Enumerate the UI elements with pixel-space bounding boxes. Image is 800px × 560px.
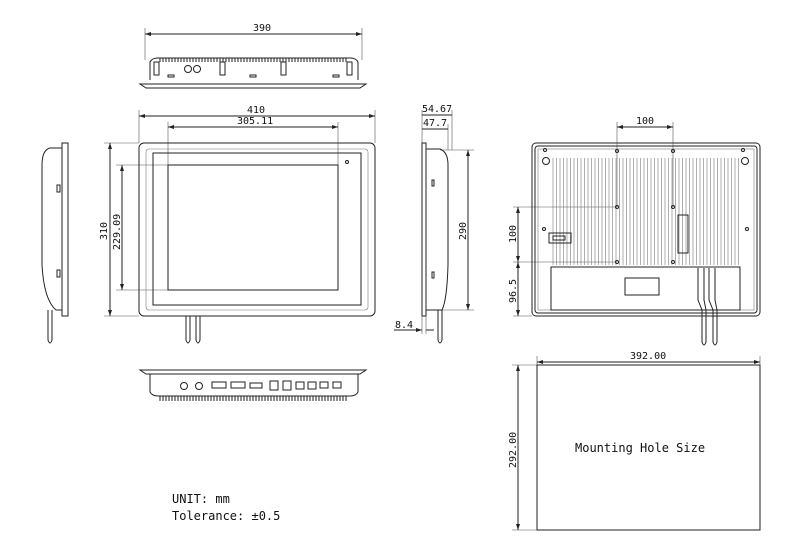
- dim-front-height: 310: [99, 222, 110, 240]
- dim-screen-height: 229.09: [112, 214, 123, 250]
- dim-depth-total: 54.67: [422, 104, 452, 115]
- dim-front-width: 410: [247, 105, 265, 116]
- dim-side-height: 290: [458, 222, 469, 240]
- front-view: 410 305.11 310 229.09: [99, 105, 376, 344]
- top-view: 390: [138, 23, 368, 89]
- rear-view: 100 100 96.5: [508, 116, 761, 346]
- dim-top-width: 390: [253, 23, 271, 34]
- dim-vesa-offset: 96.5: [508, 279, 519, 303]
- dim-cutout-height: 292.00: [508, 432, 519, 468]
- dim-bezel-depth: 8.4: [395, 320, 413, 331]
- left-side-view: [41, 142, 69, 344]
- mounting-label: Mounting Hole Size: [575, 441, 705, 455]
- dim-depth-body: 47.7: [423, 118, 447, 129]
- unit-label: UNIT: mm: [172, 492, 230, 506]
- tolerance-label: Tolerance: ±0.5: [172, 509, 281, 523]
- mounting-cutout: 392.00 292.00 Mounting Hole Size: [508, 351, 761, 531]
- dim-cutout-width: 392.00: [630, 351, 666, 362]
- right-side-view: 54.67 47.7 290 8.4: [394, 104, 474, 344]
- dim-vesa-v: 100: [508, 225, 519, 243]
- bottom-view: [138, 369, 368, 401]
- dim-vesa-h: 100: [636, 116, 654, 127]
- dim-screen-width: 305.11: [237, 116, 273, 127]
